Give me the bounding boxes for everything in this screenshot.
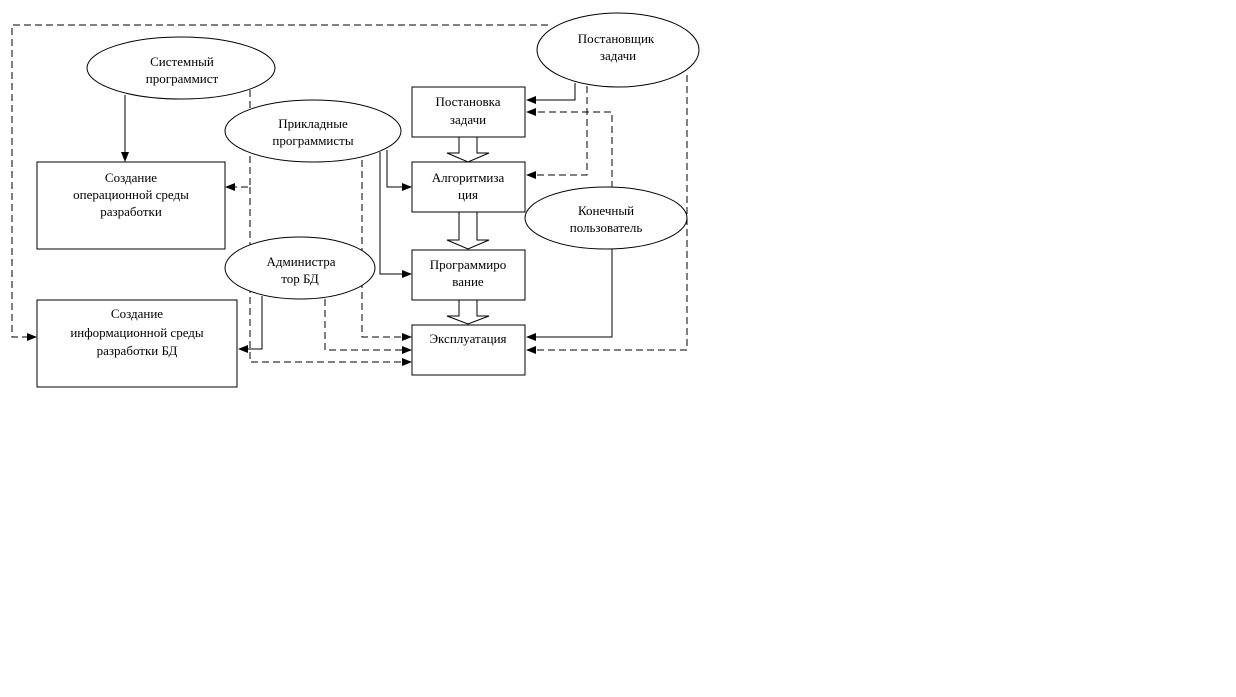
actor-application-programmers-line2: программисты (272, 133, 353, 148)
process-programming-line2: вание (452, 274, 484, 289)
actor-task-setter-line2: задачи (600, 48, 636, 63)
process-task-setting-line2: задачи (450, 112, 486, 127)
edge-tasksetter-to-task-setting (526, 83, 576, 104)
actor-system-programmer-line1: Системный (150, 54, 214, 69)
process-algorithmization-line2: ция (458, 187, 478, 202)
flow-arrow-prog-to-operation (446, 298, 490, 325)
process-programming: Программиро вание (411, 249, 526, 301)
actor-db-administrator-line1: Администра (267, 254, 336, 269)
edge-tasksetter-to-algorithmization (526, 86, 588, 179)
actor-system-programmer: Системный программист (86, 36, 276, 100)
flow-arrow-task-to-algo (446, 136, 490, 163)
edge-dbadmin-to-operation (324, 299, 412, 354)
actor-end-user-line1: Конечный (578, 203, 634, 218)
actor-db-administrator: Администра тор БД (224, 236, 376, 300)
edge-dbadmin-to-info-env (238, 296, 263, 353)
edge-enduser-to-operation (526, 249, 613, 341)
process-programming-line1: Программиро (430, 257, 506, 272)
process-task-setting-line1: Постановка (435, 94, 500, 109)
actor-application-programmers: Прикладные программисты (224, 99, 402, 163)
process-task-setting: Постановка задачи (411, 86, 526, 138)
edge-tasksetter-to-operation (526, 75, 688, 354)
process-operation-label: Эксплуатация (429, 331, 506, 346)
edge-appprog-to-operation (361, 160, 412, 341)
edge-enduser-to-task-setting (526, 108, 613, 188)
flow-arrows (446, 136, 490, 325)
edge-sysprog-to-os-env-dashed (225, 90, 251, 191)
process-info-env-line2: информационной среды (70, 325, 204, 340)
process-info-env-line1: Создание (111, 306, 163, 321)
flow-arrow-algo-to-prog (446, 211, 490, 250)
actor-application-programmers-line1: Прикладные (278, 116, 348, 131)
process-info-env-line3: разработки БД (97, 343, 178, 358)
process-os-env-line2: операционной среды (73, 187, 189, 202)
process-os-env-line1: Создание (105, 170, 157, 185)
process-algorithmization: Алгоритмиза ция (411, 161, 526, 213)
actor-db-administrator-line2: тор БД (281, 271, 319, 286)
process-info-env: Создание информационной среды разработки… (36, 299, 238, 388)
edge-task-setter-to-info-env (11, 24, 548, 341)
edge-appprog-to-programming (379, 152, 412, 278)
actor-end-user: Конечный пользователь (524, 186, 688, 250)
edge-appprog-to-algorithmization (386, 150, 412, 191)
actor-system-programmer-line2: программист (146, 71, 219, 86)
actor-task-setter-line1: Постановщик (578, 31, 655, 46)
actor-task-setter: Постановщик задачи (536, 12, 700, 88)
process-os-env: Создание операционной среды разработки (36, 161, 226, 250)
process-operation: Эксплуатация (411, 324, 526, 376)
process-os-env-line3: разработки (100, 204, 162, 219)
process-algorithmization-line1: Алгоритмиза (432, 170, 505, 185)
actor-end-user-line2: пользователь (570, 220, 643, 235)
